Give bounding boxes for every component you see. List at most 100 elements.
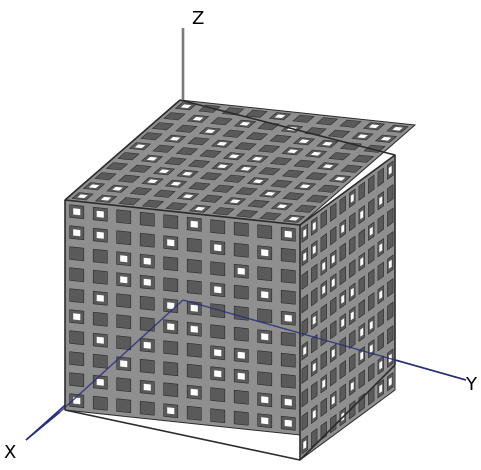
front-face-hole [261,396,269,404]
right-face-cell [339,336,346,356]
front-face-hole [190,304,198,312]
front-face-cell [92,269,108,285]
top-face-cell [245,132,269,141]
top-face-cell [269,157,293,166]
right-face-cell [387,184,394,204]
cube-edge [299,154,396,226]
right-face-cell [339,266,346,286]
front-face-cell [69,372,85,388]
right-face-cell [311,263,318,283]
front-face-cell [139,295,155,311]
right-face-hole [379,360,383,370]
top-face-hole [216,141,228,146]
x-axis-through-lattice [59,299,184,413]
top-face-cell [327,129,351,138]
top-face-cell [152,144,175,153]
right-face-cell [387,231,394,251]
front-face-hole [261,291,269,299]
front-face-hole [261,417,269,425]
top-face-hole [204,129,216,134]
front-face-hole [237,351,245,359]
top-face-cell [247,199,270,208]
right-face-hole [350,287,354,297]
right-face-hole [379,290,383,300]
front-face-cell [186,258,202,274]
y-axis-label: Y [465,374,478,395]
right-face-cell [349,353,356,373]
top-face-cell [129,187,153,196]
front-face-hole [143,257,151,265]
right-face-hole [379,384,383,394]
front-face-cell [186,279,202,295]
top-face-hole [217,164,228,169]
front-face-cell [69,351,85,367]
top-face-cell [281,169,305,178]
top-face-hole [368,124,380,129]
top-face-cell [187,159,211,168]
front-face-cell [210,324,226,340]
front-face-cell [69,267,85,283]
y-axis-through-lattice [182,299,396,361]
right-face-cell [301,294,308,314]
right-face-hole [312,245,316,255]
right-face-hole [360,351,364,361]
top-face-cell [351,154,375,163]
front-face-cell [233,389,249,405]
right-face-hole [350,311,354,321]
right-face-hole [322,261,326,271]
top-face-hole [322,164,334,169]
top-face-cell [129,164,152,173]
right-face-cell [330,367,337,387]
right-face-cell [358,275,365,295]
front-face-cell [233,221,249,237]
front-face-cell [233,242,249,258]
right-face-hole [303,440,307,450]
right-face-cell [358,299,365,319]
right-face-cell [368,174,375,194]
right-face-cell [301,388,308,408]
right-face-hole [379,196,383,206]
right-face-hole [388,377,392,387]
top-face-cell [105,162,129,171]
right-face-cell [349,259,356,279]
top-face-cell [210,117,233,126]
top-face-cell [245,109,268,118]
top-face-cell [188,182,211,191]
top-face-hole [182,171,193,176]
right-face-hole [379,243,383,253]
right-face-cell [358,393,365,413]
top-face-hole [334,176,346,181]
top-face-cell [317,184,340,193]
front-face-hole [73,229,81,237]
right-face-hole [360,210,364,220]
right-face-hole [303,228,307,238]
front-face-cell [139,211,155,227]
cube-edge [179,99,396,156]
top-face-hole [100,196,112,201]
top-face-hole [180,104,192,109]
right-face-cell [301,270,308,290]
top-face-cell [222,129,245,138]
right-face-cell [368,362,375,382]
cube-edge [64,199,301,226]
top-face-hole [274,114,286,119]
right-face-cell [339,360,346,380]
front-face-cell [116,377,132,393]
right-face-cell [387,301,394,321]
front-face-cell [163,382,179,398]
top-face-cell [153,189,176,198]
front-face-cell [163,214,179,230]
front-face-cell [69,246,85,262]
right-face-hole [350,193,354,203]
front-face-cell [116,314,132,330]
front-face-cell [233,326,249,342]
top-face-hole [298,139,310,144]
front-face-cell [92,353,108,369]
cube-top-face [63,99,417,226]
top-face-hole [182,194,194,199]
x-axis-visible-segment [25,411,61,441]
front-face-hole [96,336,104,344]
right-face-cell [330,320,337,340]
top-face-cell [117,152,140,161]
top-face-cell [223,174,246,183]
